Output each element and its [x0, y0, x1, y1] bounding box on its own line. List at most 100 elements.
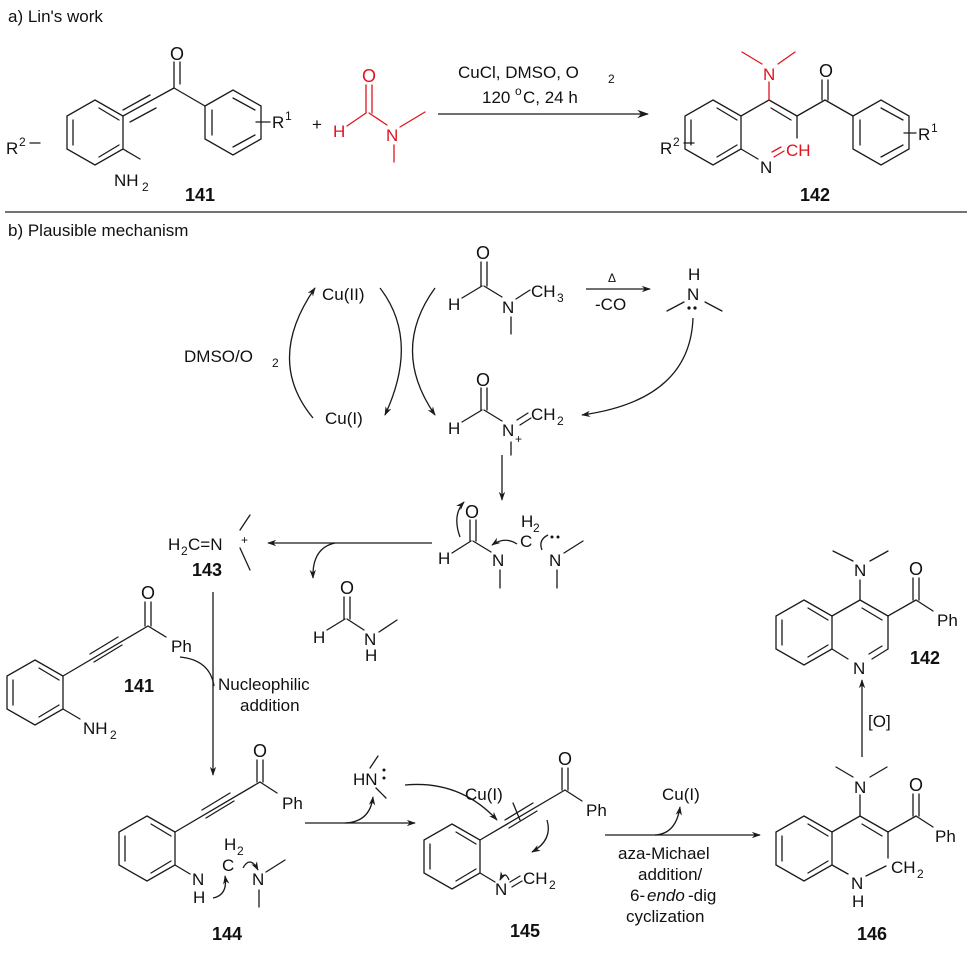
arrow-141-joins	[179, 656, 215, 687]
compound-146-label: 146	[857, 924, 887, 944]
arrow-amine-recycle	[404, 783, 498, 821]
benzene-ring	[852, 99, 910, 166]
svg-text:N: N	[763, 65, 775, 84]
svg-text:2: 2	[533, 521, 540, 535]
benzene-ring	[118, 815, 176, 882]
svg-text:O: O	[465, 502, 479, 522]
dimethylamine-structure: H N	[666, 265, 723, 312]
svg-text:N: N	[192, 870, 204, 889]
svg-text:addition/: addition/	[638, 865, 703, 884]
svg-text:H: H	[688, 265, 700, 284]
n-methylformamide-structure: H O N H	[313, 578, 398, 665]
svg-text:O: O	[476, 370, 490, 390]
svg-text:H: H	[333, 122, 345, 141]
svg-text:2: 2	[110, 728, 117, 742]
benzene-ring	[204, 89, 262, 156]
section-b-title: b) Plausible mechanism	[8, 221, 188, 240]
svg-text:N: N	[853, 659, 865, 678]
svg-text:N: N	[386, 126, 398, 145]
svg-text:Ph: Ph	[937, 611, 958, 630]
svg-text:N: N	[854, 561, 866, 580]
arrow-release-amine	[344, 796, 376, 824]
svg-text:H: H	[168, 535, 180, 554]
svg-text:endo: endo	[647, 886, 685, 905]
svg-text:H: H	[313, 628, 325, 647]
svg-text:cyclization: cyclization	[626, 907, 704, 926]
svg-text:Ph: Ph	[935, 827, 956, 846]
compound-146-structure: CH 2 N H N O Ph 146	[775, 766, 956, 944]
compound-145-label: 145	[510, 921, 540, 941]
section-a-title: a) Lin's work	[8, 7, 103, 26]
compound-145-structure: Cu(I) O Ph N CH 2 145	[423, 749, 607, 941]
svg-text:2: 2	[673, 135, 680, 149]
benzene-ring	[775, 815, 833, 882]
svg-text:H: H	[193, 888, 205, 907]
svg-text:R: R	[918, 125, 930, 144]
benzene-ring	[684, 99, 742, 166]
svg-text:addition: addition	[240, 696, 300, 715]
oxidation-label: [O]	[868, 712, 891, 731]
benzene-ring	[66, 99, 124, 166]
cu1-coordination: Cu(I)	[465, 785, 503, 804]
cycle-arrow-left	[288, 287, 316, 419]
svg-text:O: O	[362, 66, 376, 86]
svg-text:N: N	[364, 630, 376, 649]
svg-text:CH: CH	[523, 869, 548, 888]
svg-text:H: H	[521, 512, 533, 531]
svg-text:H: H	[448, 419, 460, 438]
cu1-label: Cu(I)	[325, 409, 363, 428]
benzene-ring	[775, 599, 833, 666]
svg-text:2: 2	[917, 867, 924, 881]
compound-143-structure: H 2 C=N + 143	[168, 514, 251, 580]
svg-text:1: 1	[285, 109, 292, 123]
svg-text:O: O	[909, 559, 923, 579]
compound-141-label-b: 141	[124, 676, 154, 696]
dmf-structure-red: H O N	[333, 66, 426, 163]
svg-text:3: 3	[557, 291, 564, 305]
svg-text:CH: CH	[531, 405, 556, 424]
svg-text:H: H	[438, 549, 450, 568]
svg-text:O: O	[476, 243, 490, 263]
cycle-arrow-dmf-to-iminium	[411, 287, 436, 416]
svg-text:N: N	[549, 551, 561, 570]
svg-text:N: N	[854, 778, 866, 797]
svg-text:N: N	[760, 158, 772, 177]
benzene-ring	[6, 659, 64, 726]
svg-text:H: H	[852, 892, 864, 911]
dmf-structure-mechanism: H O N CH 3	[448, 243, 564, 335]
svg-text:O: O	[170, 44, 184, 64]
svg-text:2: 2	[557, 414, 564, 428]
svg-text:NH: NH	[83, 719, 108, 738]
compound-141-label: 141	[185, 185, 215, 205]
svg-text:N: N	[851, 874, 863, 893]
svg-text:CH: CH	[531, 282, 556, 301]
compound-142-label-b: 142	[910, 648, 940, 668]
svg-text:C, 24 h: C, 24 h	[523, 88, 578, 107]
r1-label: R	[272, 113, 284, 132]
nucleophilic-label: Nucleophilic	[218, 675, 310, 694]
svg-text:-dig: -dig	[688, 886, 716, 905]
svg-text:O: O	[253, 741, 267, 761]
svg-text:H: H	[224, 835, 236, 854]
svg-text:2: 2	[549, 878, 556, 892]
dimethylamine-leaving: HN	[353, 770, 378, 789]
svg-text:2: 2	[142, 180, 149, 194]
svg-text:R: R	[660, 139, 672, 158]
svg-text:H: H	[365, 646, 377, 665]
cu2-label: Cu(II)	[322, 285, 365, 304]
plus-sign: +	[312, 115, 322, 134]
svg-text:Ph: Ph	[282, 794, 303, 813]
svg-text:C: C	[520, 532, 532, 551]
svg-text:6-: 6-	[630, 886, 645, 905]
svg-text:2: 2	[19, 135, 26, 149]
aza-michael-label: aza-Michael	[618, 844, 710, 863]
svg-text:Ph: Ph	[171, 637, 192, 656]
compound-141-structure-a: NH 2 R 2 O R 1 141	[6, 44, 292, 205]
svg-text:CH: CH	[786, 141, 811, 160]
svg-text:N: N	[502, 421, 514, 440]
svg-text:1: 1	[931, 121, 938, 135]
svg-text:N: N	[495, 880, 507, 899]
svg-text:H: H	[448, 295, 460, 314]
arrow-release-nmf	[309, 542, 336, 579]
svg-text:O: O	[819, 61, 833, 81]
